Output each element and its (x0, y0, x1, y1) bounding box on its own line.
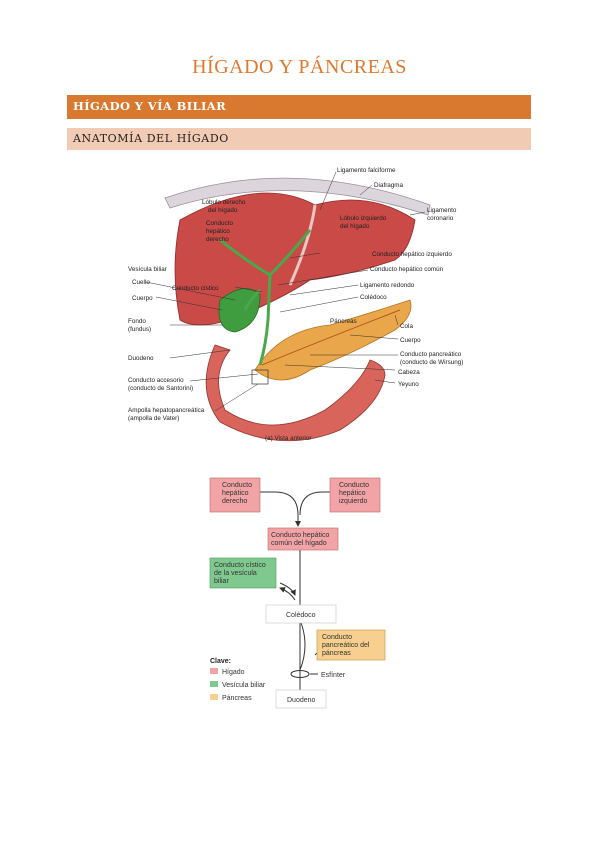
label-conducto-cistico: Conducto cístico (172, 285, 219, 292)
label-lobulo-izquierdo-2: del hígado (340, 223, 370, 230)
box-cistico-line-3: biliar (214, 578, 229, 585)
label-duodeno: Duodeno (128, 355, 154, 362)
box-hepatico-comun-line-1: Conducto hepático (271, 532, 329, 539)
label-conducto-hepatico-derecho: Conducto (206, 220, 233, 227)
label-conducto-hepatico-comun: Conducto hepático común (370, 266, 444, 273)
label-conducto-hepatico-derecho-2: hepático (206, 228, 230, 235)
box-duodeno-label: Duodeno (287, 697, 316, 704)
key-item-gallbladder: Vesícula biliar (222, 682, 266, 689)
box-pancreatico-line-2: pancreático del (322, 642, 370, 649)
bile-ducts-shape (219, 229, 312, 366)
label-diafragma: Diafragma (374, 182, 404, 189)
key-item-liver: Hígado (222, 669, 245, 676)
label-cuerpo-pancreas: Cuerpo (400, 337, 421, 344)
label-cuerpo-vesicula: Cuerpo (132, 295, 153, 302)
pancreas-shape (254, 299, 412, 381)
pancreatic-duct-shape (261, 309, 401, 366)
diaphragm-shape (164, 177, 431, 216)
label-conducto-accesorio-2: (conducto de Santorini) (128, 385, 193, 392)
label-coledoco: Colédoco (360, 294, 387, 301)
label-lobulo-derecho-2: del hígado (208, 207, 238, 214)
label-ampolla: Ampolla hepatopancreática (128, 407, 205, 414)
flow-key: Clave: Hígado Vesícula biliar Páncreas (210, 658, 266, 702)
page-title: HÍGADO Y PÁNCREAS (192, 56, 407, 78)
subsection-heading: ANATOMÍA DEL HÍGADO (67, 128, 531, 150)
box-hepatico-derecho-line-1: Conducto (222, 482, 252, 489)
label-conducto-accesorio: Conducto accesorio (128, 377, 184, 384)
box-duodeno: Duodeno (275, 689, 327, 709)
box-coledoco: Colédoco (265, 604, 337, 624)
label-vesicula-biliar: Vesícula biliar (128, 266, 167, 273)
key-swatch-liver (210, 668, 218, 674)
label-conducto-pancreatico: Conducto pancreático (400, 351, 462, 358)
box-pancreatico-line-3: páncreas (322, 650, 351, 657)
label-yeyuno: Yeyuno (398, 381, 419, 388)
label-cola: Cola (400, 323, 413, 330)
box-hepatico-derecho-line-3: derecho (222, 498, 247, 505)
label-pancreas: Páncreas (330, 318, 357, 325)
bile-flow-diagram: Conducto hepático derecho Conducto hepát… (200, 460, 400, 720)
box-hepatico-izquierdo: Conducto hepático izquierdo (329, 477, 381, 513)
label-conducto-hepatico-izquierdo: Conducto hepático izquierdo (372, 251, 452, 258)
label-ligamento-redondo: Ligamento redondo (360, 282, 415, 289)
box-hepatico-derecho: Conducto hepático derecho (209, 477, 261, 513)
label-lobulo-derecho: Lóbulo derecho (202, 199, 246, 206)
box-hepatico-comun: Conducto hepático común del hígado (267, 527, 339, 551)
flow-connectors (252, 491, 345, 702)
box-pancreatico: Conducto pancreático del páncreas (316, 629, 386, 661)
label-cuello: Cuello (132, 279, 150, 286)
box-cistico-line-2: de la vesícula (214, 570, 257, 577)
label-ligamento-falciforme: Ligamento falciforme (337, 167, 396, 174)
box-hepatico-comun-line-2: común del hígado (271, 540, 327, 547)
leader-lines (145, 171, 426, 412)
box-hepatico-derecho-line-2: hepático (222, 490, 249, 497)
bile-flow-svg: Conducto hepático derecho Conducto hepát… (209, 477, 386, 709)
label-ampolla-2: (ampolla de Vater) (128, 415, 179, 422)
liver-anatomy-illustration: Ligamento falciforme Diafragma Lóbulo de… (128, 167, 463, 442)
figure-caption: (a) Vista anterior (265, 435, 311, 442)
key-item-pancreas: Páncreas (222, 695, 252, 702)
label-conducto-pancreatico-2: (conducto de Wirsung) (400, 359, 463, 366)
label-ligamento-coronario-2: coronario (427, 215, 454, 222)
label-conducto-hepatico-derecho-3: derecho (206, 236, 229, 243)
box-coledoco-label: Colédoco (286, 612, 316, 619)
label-lobulo-izquierdo: Lóbulo izquierdo (340, 215, 387, 222)
key-title: Clave: (210, 658, 231, 665)
box-pancreatico-line-1: Conducto (322, 634, 352, 641)
box-cistico-line-1: Conducto cístico (214, 562, 266, 569)
label-ligamento-coronario: Ligamento (427, 207, 457, 214)
key-swatch-gallbladder (210, 681, 218, 687)
label-fondo: Fondo (128, 318, 146, 325)
label-cabeza: Cabeza (398, 369, 420, 376)
key-swatch-pancreas (210, 694, 218, 700)
falciform-ligament-shape (288, 204, 317, 286)
box-cistico: Conducto cístico de la vesícula biliar (209, 557, 277, 589)
ampulla-box (251, 369, 269, 385)
label-fondo-2: (fundus) (128, 326, 151, 333)
box-hepatico-izquierdo-line-2: hepático (339, 490, 366, 497)
liver-anatomy-figure: Ligamento falciforme Diafragma Lóbulo de… (110, 160, 490, 450)
box-hepatico-izquierdo-line-1: Conducto (339, 482, 369, 489)
section-heading: HÍGADO Y VÍA BILIAR (67, 95, 531, 119)
esfinter-label: Esfínter (321, 672, 346, 679)
box-hepatico-izquierdo-line-3: izquierdo (339, 498, 368, 505)
